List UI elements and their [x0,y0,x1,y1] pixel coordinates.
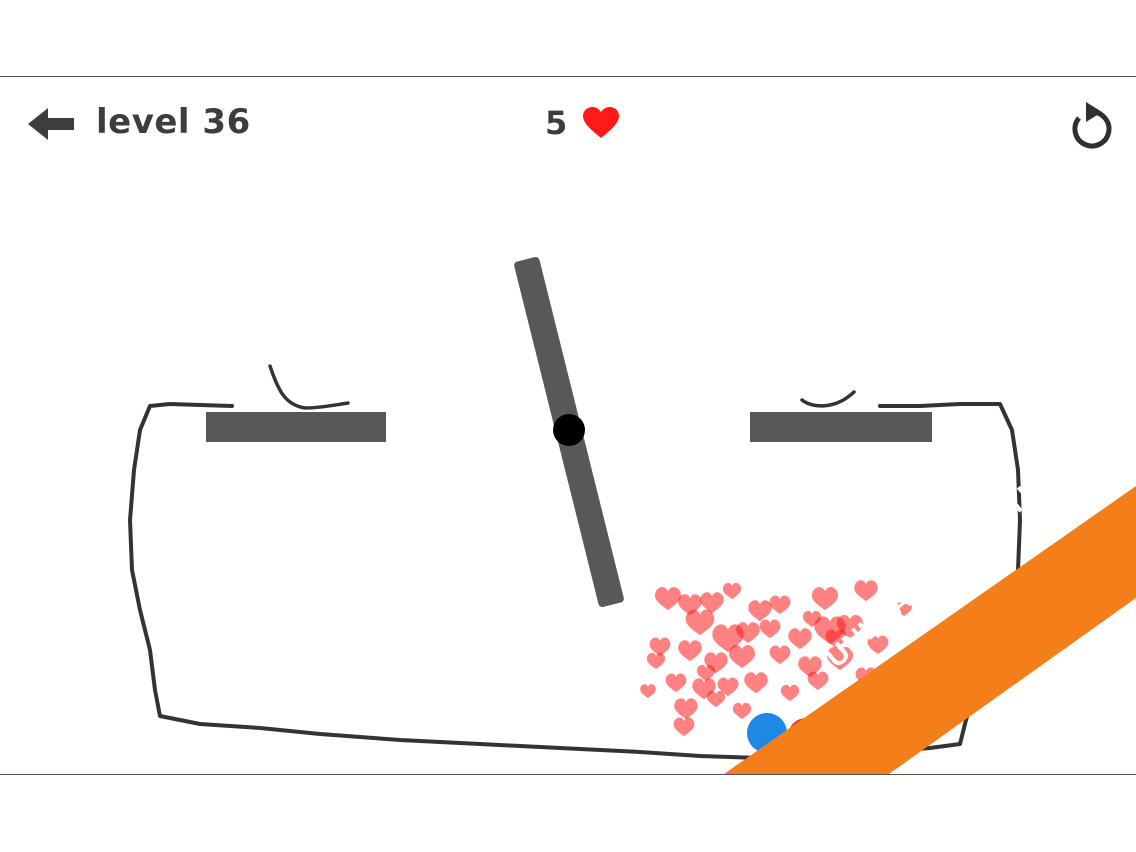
heart-particle [685,609,715,636]
heart-particle [665,673,687,693]
arrow-left-icon [28,108,74,140]
heart-particle [654,586,682,611]
back-button[interactable] [26,104,78,144]
platform-right [750,412,932,442]
heart-particle [640,684,656,699]
hearts-count: 5 [545,104,568,142]
drawn-squiggle-left [268,364,350,410]
banner-text: UNLEASH CREATIVITY [820,437,1090,675]
platform-left [206,412,386,442]
heart-particle [673,717,695,737]
level-label: level 36 [96,102,251,142]
restart-icon [1072,102,1112,149]
heart-particle [696,664,716,682]
heart-particle [678,640,702,662]
heart-particle [674,698,698,720]
drawn-squiggle-right [800,390,856,408]
heart-particle [646,652,666,670]
heart-particle [700,592,724,614]
heart-particle [678,594,702,616]
restart-button[interactable] [1066,100,1114,150]
top-divider [0,76,1136,77]
heart-particle [706,690,726,708]
bottom-divider [0,774,1136,775]
heart-particle [649,637,671,657]
heart-icon [582,106,620,140]
plank-pivot [553,414,585,446]
